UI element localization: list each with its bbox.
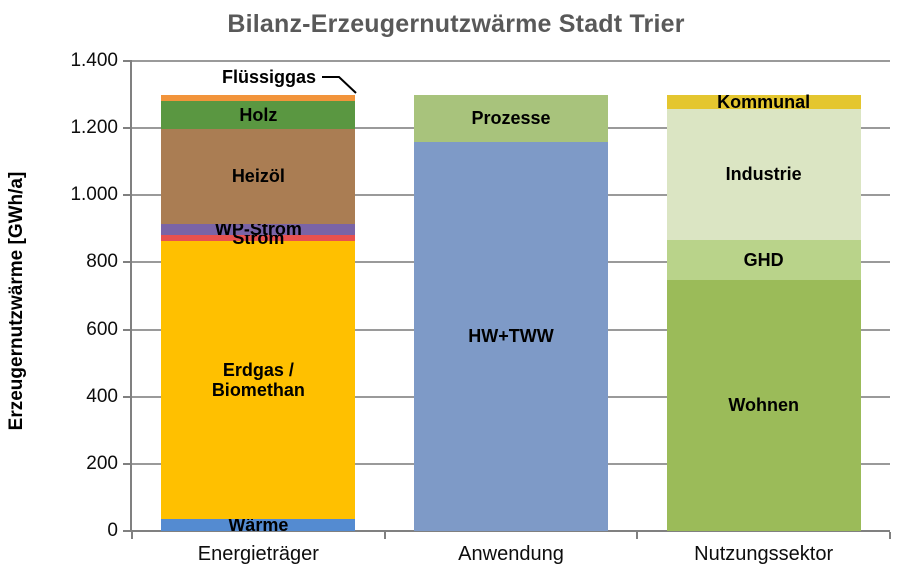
y-tick-mark <box>123 127 132 130</box>
chart-title: Bilanz-Erzeugernutzwärme Stadt Trier <box>227 10 685 38</box>
y-tick-mark <box>123 462 132 465</box>
bar-segment-wp-strom <box>161 223 356 235</box>
category-label-nutzungssektor: Nutzungssektor <box>694 543 834 565</box>
bar-segment-ghd <box>666 239 861 280</box>
bar-segment-w-rme <box>161 519 356 531</box>
bar-segment-heiz-l <box>161 128 356 224</box>
y-tick-label: 1.200 <box>70 117 118 139</box>
x-tick-mark <box>131 532 133 539</box>
y-tick-label: 200 <box>86 452 118 474</box>
y-tick-label: 600 <box>86 318 118 340</box>
x-tick-mark <box>636 532 639 539</box>
bar-segment-erdgas-biomethan <box>161 240 356 520</box>
bar-segment-holz <box>161 100 356 129</box>
bar-segment-hw-tww <box>414 141 608 531</box>
gridline-1.400 <box>132 60 890 62</box>
y-tick-mark <box>123 261 132 264</box>
bar-segment-industrie <box>666 109 861 240</box>
y-tick-label: 1.400 <box>70 50 118 71</box>
y-tick-label: 1.000 <box>70 184 118 206</box>
annotation-fluessiggas-label: Flüssiggas <box>221 67 316 87</box>
y-tick-mark <box>123 530 132 532</box>
y-tick-mark <box>123 194 132 197</box>
category-label-anwendung: Anwendung <box>458 543 564 565</box>
bar-segment-kommunal <box>666 94 861 109</box>
y-tick-label: 0 <box>107 520 118 541</box>
y-tick-mark <box>123 328 132 331</box>
bar-segment-wohnen <box>666 279 861 531</box>
x-tick-mark <box>889 532 891 539</box>
x-axis-line <box>132 530 890 532</box>
bar-segment-fl-ssiggas <box>161 94 356 101</box>
bar-segment-strom <box>161 234 356 241</box>
y-tick-label: 400 <box>86 385 118 407</box>
y-tick-mark <box>123 395 132 398</box>
y-tick-label: 800 <box>86 251 118 273</box>
y-tick-mark <box>123 60 132 62</box>
x-tick-mark <box>383 532 386 539</box>
bar-segment-prozesse <box>414 94 608 142</box>
y-axis-line <box>130 61 132 531</box>
category-label-energieträger: Energieträger <box>197 543 319 565</box>
